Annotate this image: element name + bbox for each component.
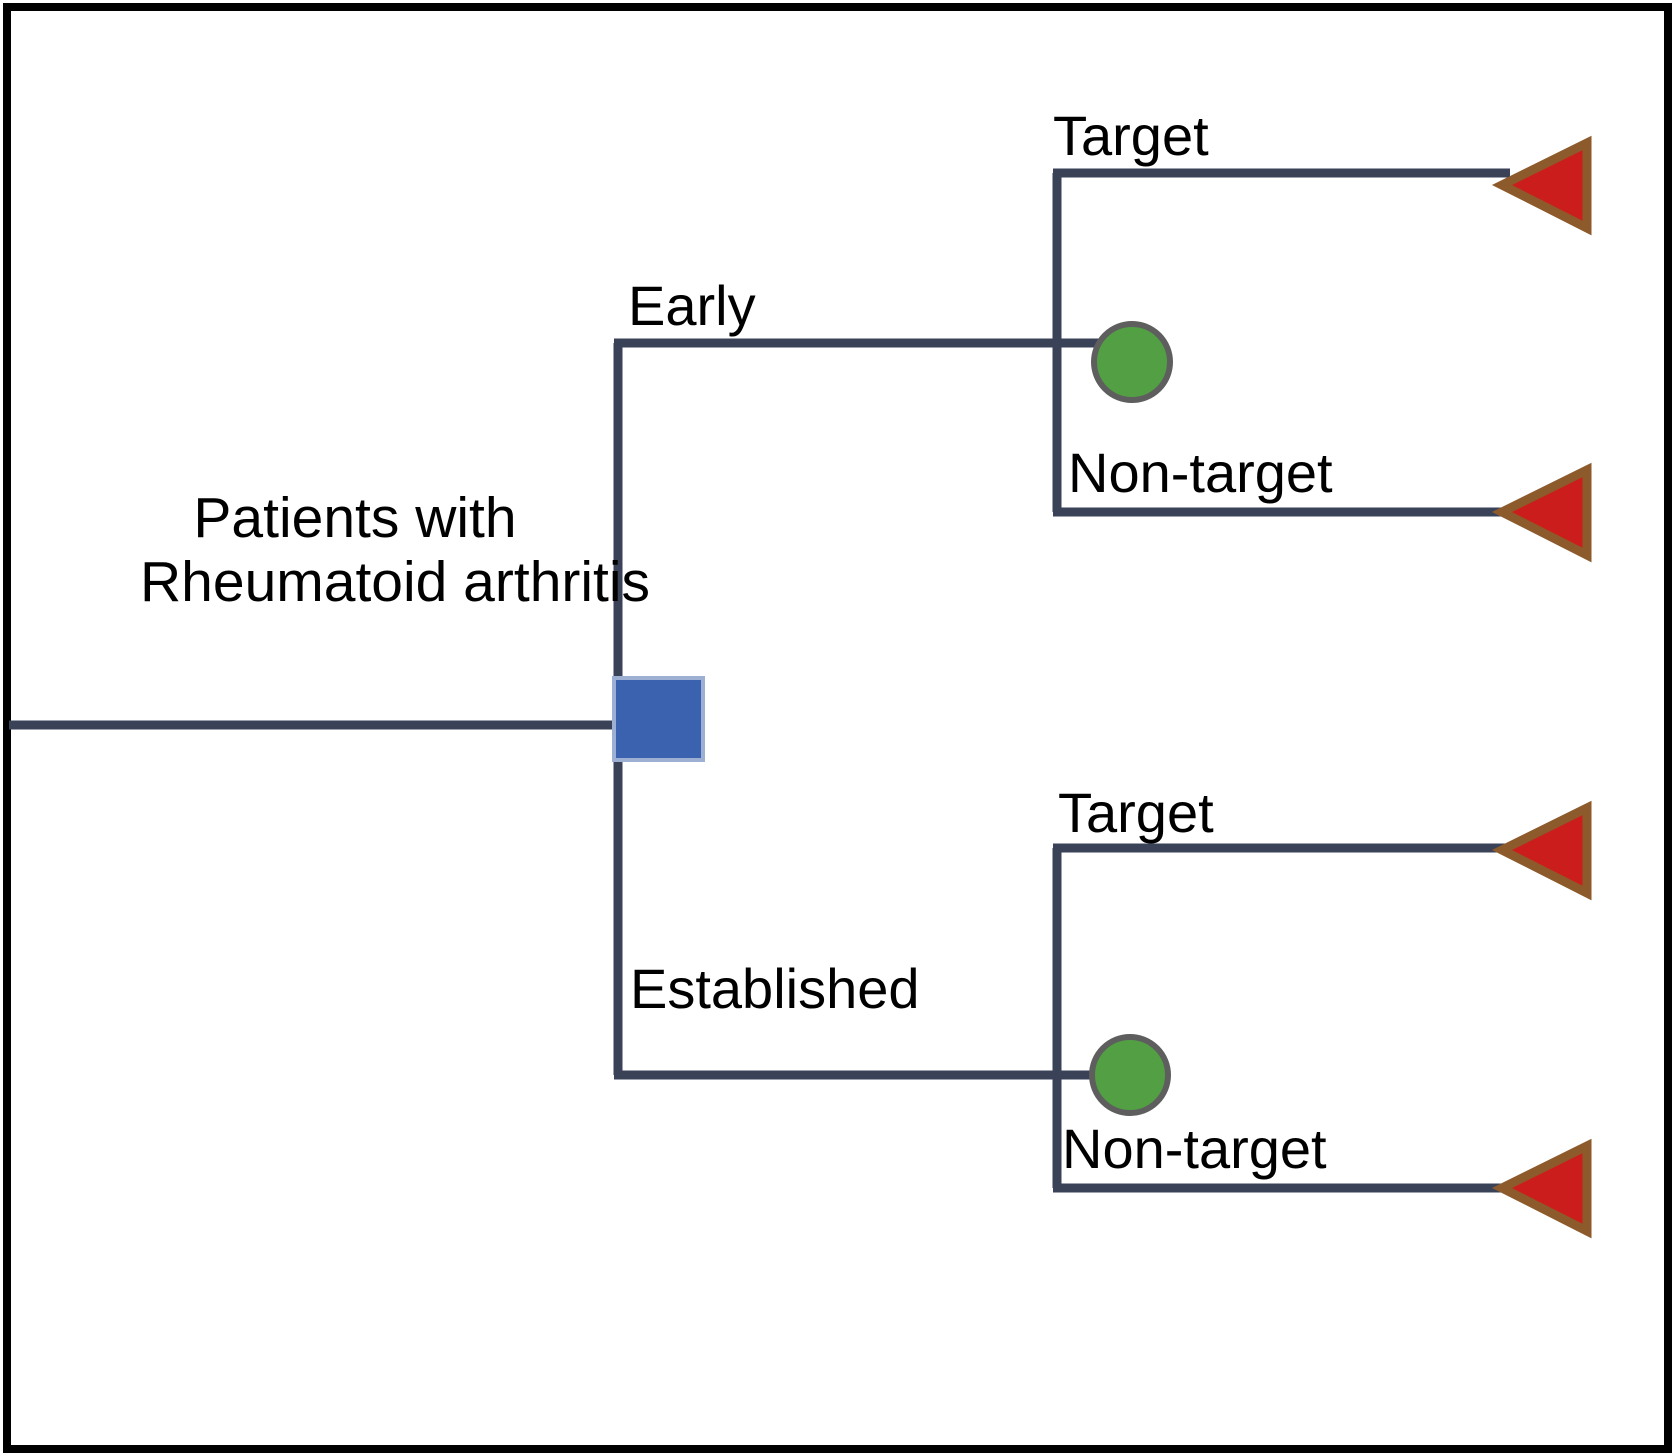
terminal-node-early-target[interactable] [1491, 135, 1592, 236]
terminal-node-early-nontarget[interactable] [1491, 462, 1592, 563]
branch-label-established-target: Target [1058, 781, 1214, 844]
terminal-node-established-target[interactable] [1491, 800, 1592, 901]
root-label-line-1: Patients with [193, 486, 517, 550]
branch-label-early-target: Target [1053, 104, 1209, 167]
branch-label-early: Early [628, 274, 756, 337]
branch-label-established: Established [630, 957, 920, 1020]
branch-label-early-nontarget: Non-target [1068, 441, 1333, 504]
tree-edges [9, 168, 1510, 1193]
chance-node-established[interactable] [1089, 1034, 1171, 1116]
root-label: Patients with Rheumatoid arthritis [140, 486, 651, 615]
branch-label-established-nontarget: Non-target [1062, 1117, 1327, 1180]
chance-node-early[interactable] [1091, 321, 1173, 403]
decision-node-square[interactable] [612, 676, 705, 762]
terminal-node-established-nontarget[interactable] [1491, 1138, 1592, 1239]
root-label-line-2: Rheumatoid arthritis [140, 549, 651, 614]
